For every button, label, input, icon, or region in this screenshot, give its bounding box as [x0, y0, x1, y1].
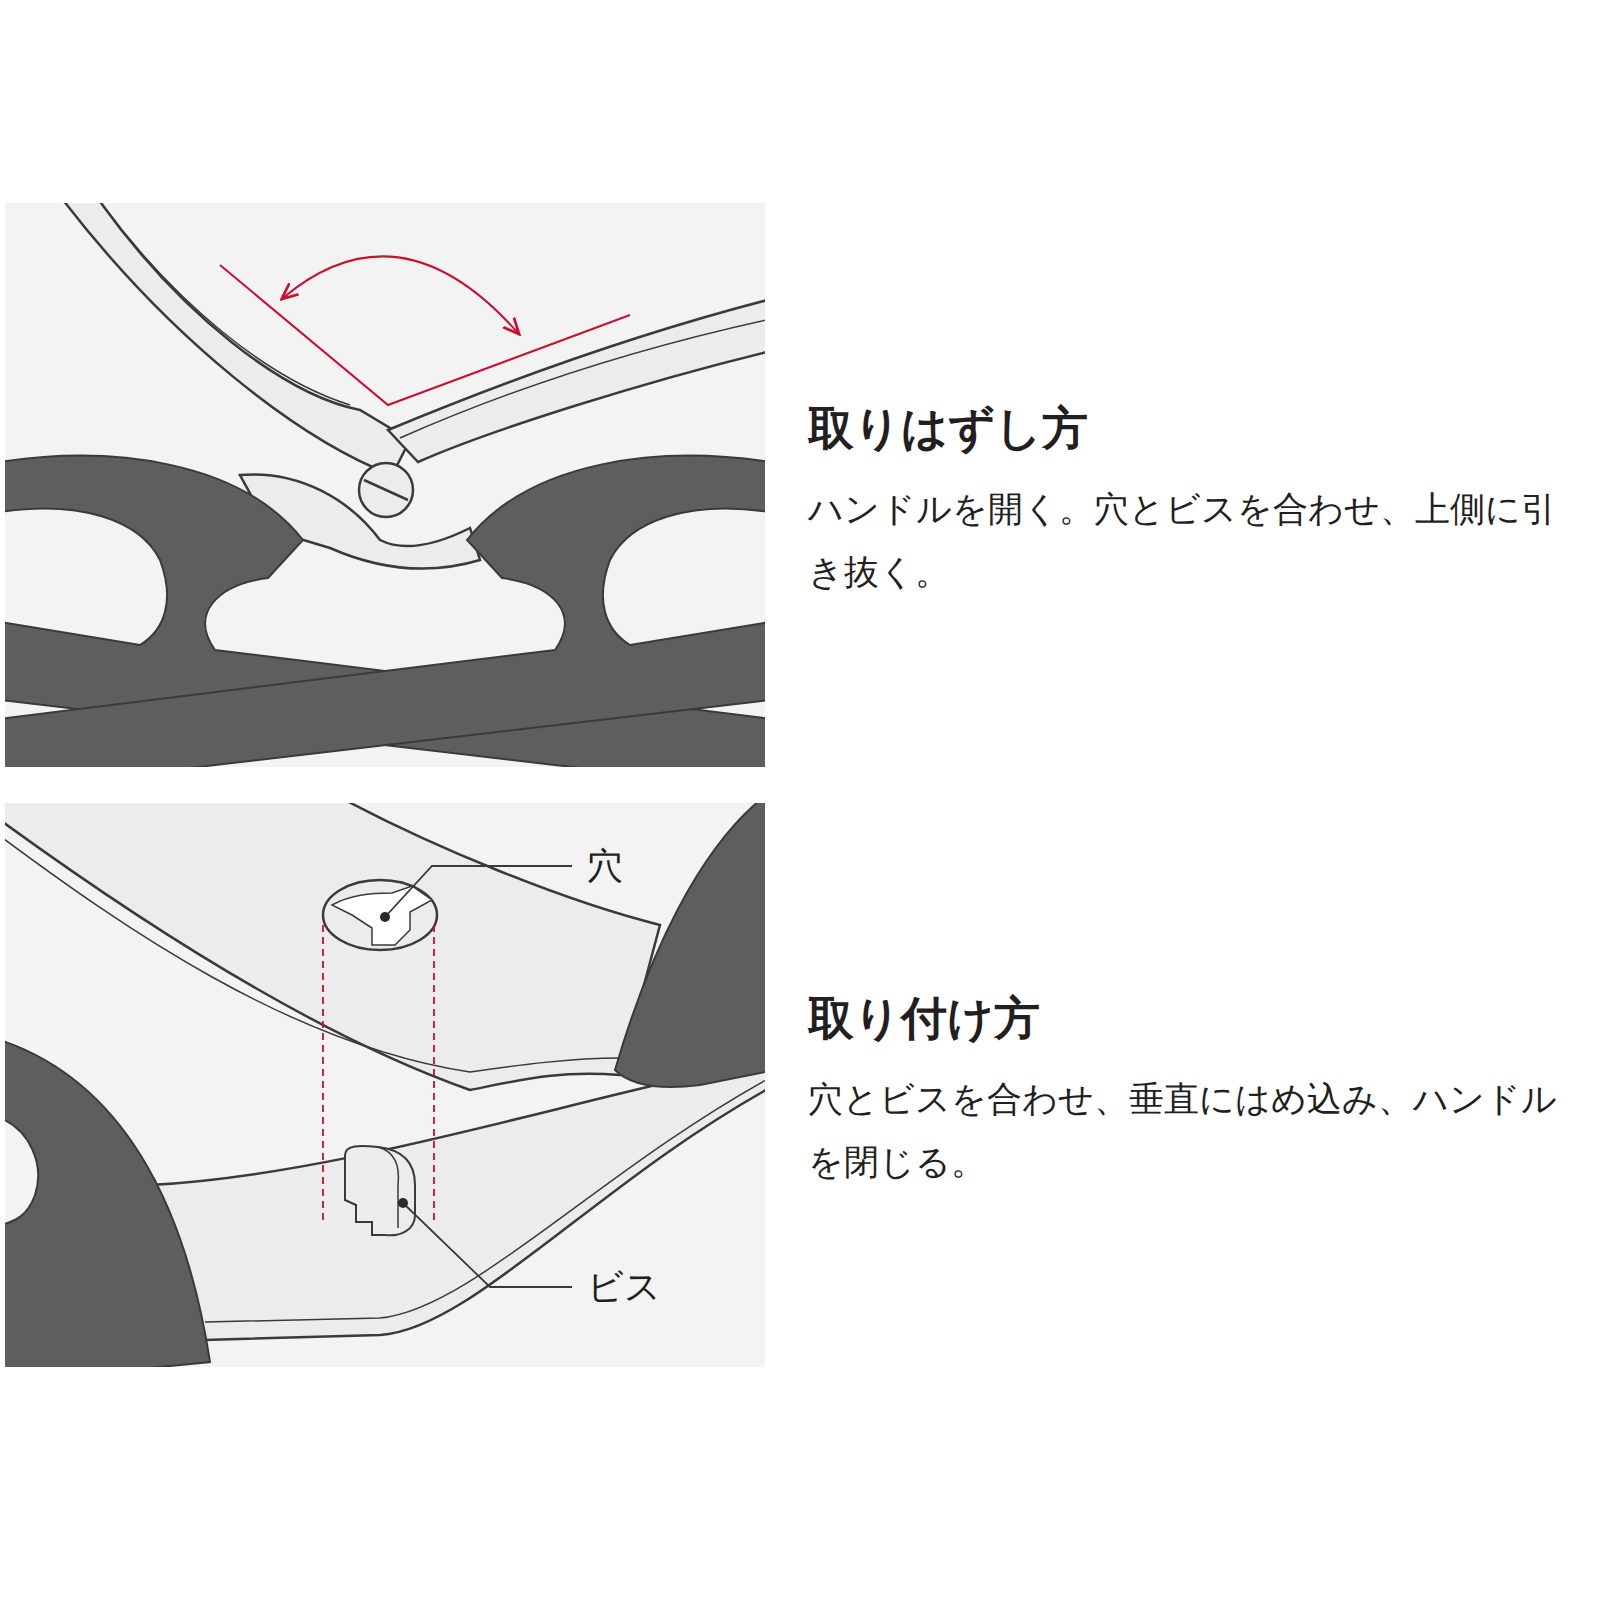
instruction-text: 穴とビスを合わせ、垂直にはめ込み、ハンドルを閉じる。: [808, 1068, 1583, 1194]
part-label: ビス: [584, 1267, 664, 1307]
scissors-detail-panel: [5, 803, 765, 1367]
section-heading: 取りはずし方: [808, 400, 1588, 456]
part-label: 穴: [584, 846, 626, 886]
scissors-open-panel: [5, 203, 765, 767]
section-heading: 取り付け方: [808, 990, 1588, 1046]
instruction-text: ハンドルを開く。穴とビスを合わせ、上側に引き抜く。: [808, 478, 1583, 604]
